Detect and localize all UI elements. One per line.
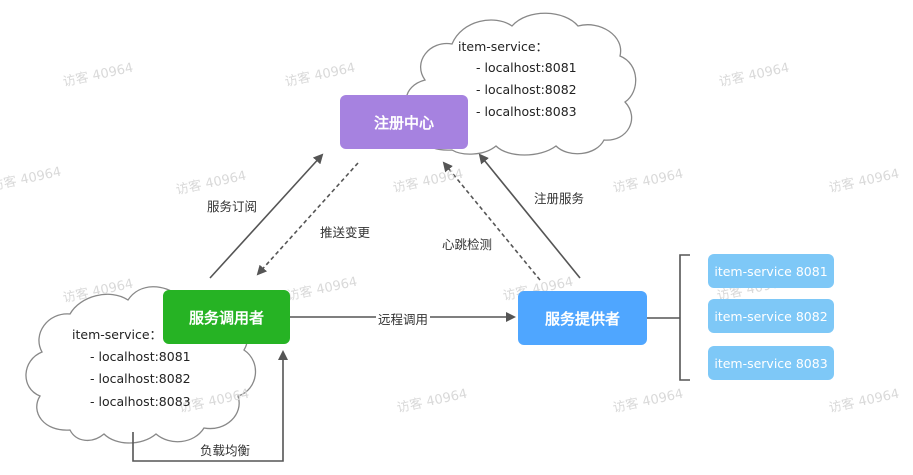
registry-cloud-entry: - localhost:8083 xyxy=(476,104,577,119)
edge-subscribe xyxy=(209,153,324,279)
edge-label-push-change: 推送变更 xyxy=(320,225,371,240)
consumer-cloud-entry: - localhost:8082 xyxy=(90,371,191,386)
edge-label-heartbeat: 心跳检测 xyxy=(442,237,493,252)
consumer-cloud-entry: - localhost:8081 xyxy=(90,349,191,364)
provider-node: 服务提供者 xyxy=(518,291,647,345)
edge-label-load-balance: 负载均衡 xyxy=(200,443,251,458)
instance-box: item-service 8082 xyxy=(708,299,834,333)
registry-cloud-entry: - localhost:8081 xyxy=(476,60,577,75)
edge-heartbeat xyxy=(442,161,541,281)
registry-cloud-entry: - localhost:8082 xyxy=(476,82,577,97)
edge-push-change xyxy=(256,162,359,276)
edge-register xyxy=(478,153,581,279)
consumer-node: 服务调用者 xyxy=(163,290,290,344)
edge-label-subscribe: 服务订阅 xyxy=(207,199,258,214)
instance-box: item-service 8081 xyxy=(708,254,834,288)
instance-box: item-service 8083 xyxy=(708,346,834,380)
edge-label-remote-call: 远程调用 xyxy=(376,309,431,328)
edge-load-balance xyxy=(132,350,288,462)
edge-label-register: 注册服务 xyxy=(534,191,585,206)
consumer-cloud-entry: - localhost:8083 xyxy=(90,394,191,409)
registry-cloud-title: item-service： xyxy=(458,39,549,54)
registry-node: 注册中心 xyxy=(340,95,468,149)
instance-bracket xyxy=(679,254,690,381)
consumer-cloud-title: item-service： xyxy=(72,327,163,342)
